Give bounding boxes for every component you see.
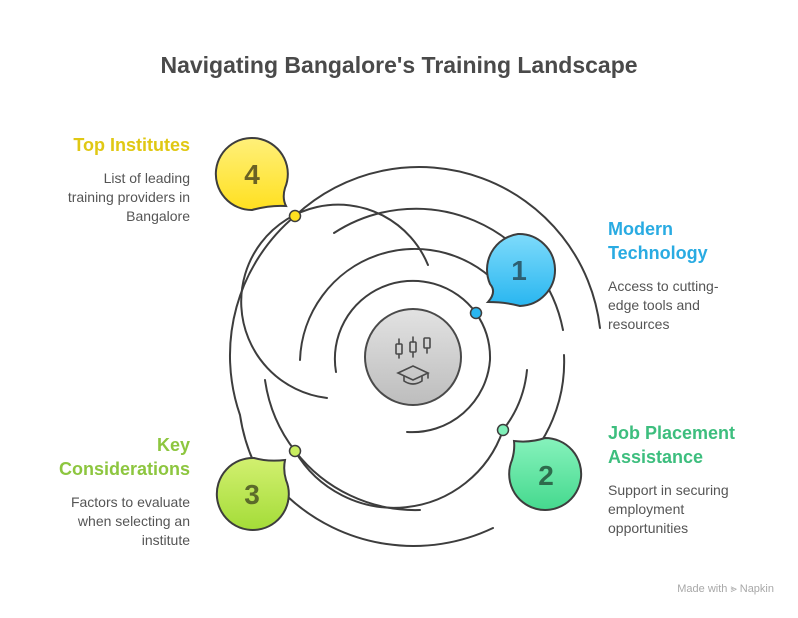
marker-dot-4 [288, 209, 302, 223]
bubble-2: 2 [508, 436, 583, 511]
bubble-4: 4 [214, 137, 289, 212]
svg-text:3: 3 [244, 479, 260, 510]
item-4-heading: Top Institutes [73, 135, 190, 155]
item-2-description: Support in securing employment opportuni… [608, 482, 729, 536]
svg-text:2: 2 [538, 460, 554, 491]
item-2-heading: Job Placement Assistance [608, 423, 736, 467]
napkin-logo-icon: ⪢ [730, 583, 737, 595]
marker-dot-1 [469, 306, 483, 320]
marker-dot-3 [288, 444, 302, 458]
svg-text:4: 4 [244, 159, 260, 190]
item-1-label: Modern Technology Access to cutting- edg… [608, 217, 778, 334]
candlestick-graduation-cap-icon [395, 336, 431, 385]
item-3-description: Factors to evaluate when selecting an in… [70, 494, 190, 548]
bubble-3: 3 [215, 456, 290, 531]
bubble-1: 1 [485, 232, 556, 308]
marker-dot-2 [496, 423, 510, 437]
item-1-description: Access to cutting- edge tools and resour… [608, 278, 719, 332]
center-hub [364, 308, 462, 406]
napkin-watermark: Made with ⪢ Napkin [677, 583, 774, 595]
item-4-description: List of leading training providers in Ba… [67, 170, 190, 224]
item-1-heading: Modern Technology [608, 219, 708, 263]
item-3-label: Key Considerations Factors to evaluate w… [20, 433, 190, 550]
svg-text:1: 1 [511, 255, 527, 286]
item-4-label: Top Institutes List of leading training … [20, 133, 190, 226]
orbit-arcs [229, 166, 601, 547]
page-title: Navigating Bangalore's Training Landscap… [160, 52, 638, 78]
item-2-label: Job Placement Assistance Support in secu… [608, 421, 788, 538]
item-3-heading: Key Considerations [58, 435, 190, 479]
